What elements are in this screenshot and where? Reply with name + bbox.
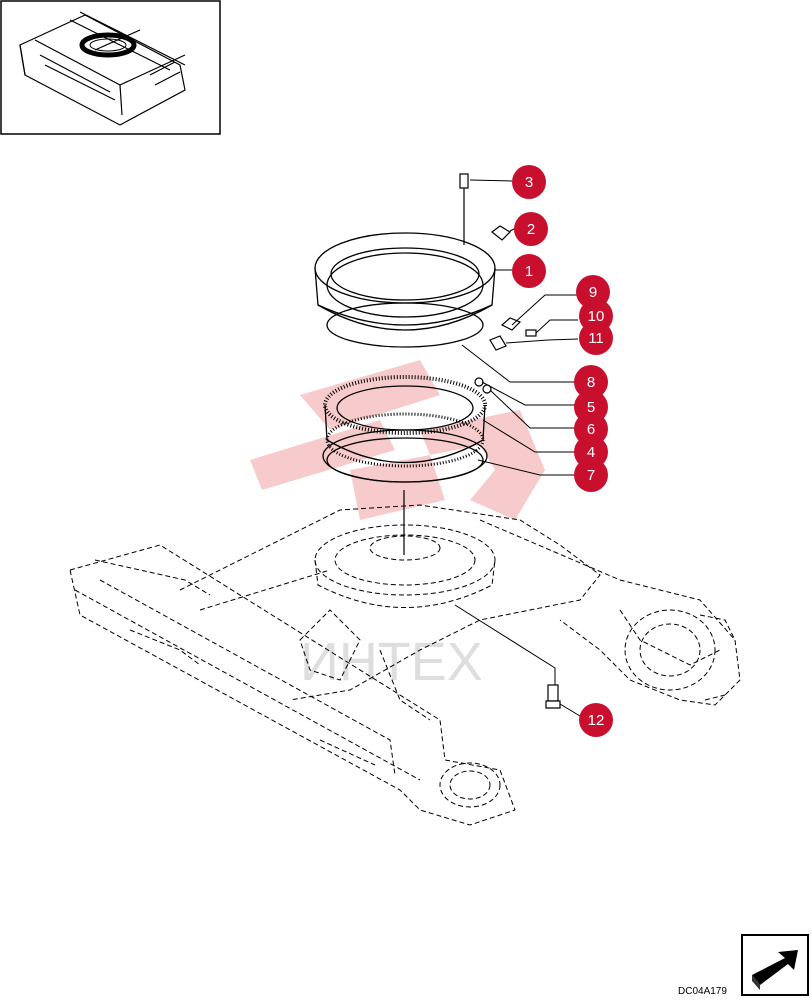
callout-marker <box>512 254 546 288</box>
callout-marker <box>579 321 613 355</box>
small-parts <box>403 173 561 709</box>
callout-label: 3 <box>525 174 533 191</box>
callouts: 3 2 1 9 10 11 8 5 6 4 7 12 <box>512 165 613 737</box>
callout-label: 11 <box>588 330 604 347</box>
callout-label: 5 <box>587 399 595 416</box>
callout-label: 9 <box>589 284 597 301</box>
watermark-logo: ИНТЕХ <box>250 360 545 692</box>
callout-7: 7 <box>574 458 608 492</box>
callout-1: 1 <box>512 254 546 288</box>
drawing-code: DC04A179 <box>678 986 727 997</box>
callout-marker <box>512 165 546 199</box>
next-page-arrow-icon[interactable] <box>741 934 809 996</box>
callout-label: 4 <box>587 444 595 461</box>
callout-label: 7 <box>587 467 595 484</box>
undercarriage-locator-icon <box>19 11 186 126</box>
callout-2: 2 <box>514 212 548 246</box>
callout-label: 6 <box>587 421 595 438</box>
seal-part-7 <box>322 429 488 483</box>
callout-12: 12 <box>579 703 613 737</box>
callout-label: 12 <box>588 712 605 729</box>
callout-marker <box>514 212 548 246</box>
callout-label: 1 <box>525 263 533 280</box>
callout-label: 2 <box>527 221 535 238</box>
callout-11: 11 <box>579 321 613 355</box>
leader-lines <box>454 179 581 717</box>
callout-marker <box>574 365 608 399</box>
callout-8: 8 <box>574 365 608 399</box>
callout-label: 10 <box>588 308 605 325</box>
callout-label: 8 <box>587 374 595 391</box>
callout-3: 3 <box>512 165 546 199</box>
locator-inset <box>0 0 221 135</box>
callout-marker <box>574 458 608 492</box>
callout-marker <box>579 703 613 737</box>
undercarriage-frame <box>69 504 741 826</box>
slewing-ring-part-1 <box>314 232 496 348</box>
watermark-text: ИНТЕХ <box>300 632 483 692</box>
